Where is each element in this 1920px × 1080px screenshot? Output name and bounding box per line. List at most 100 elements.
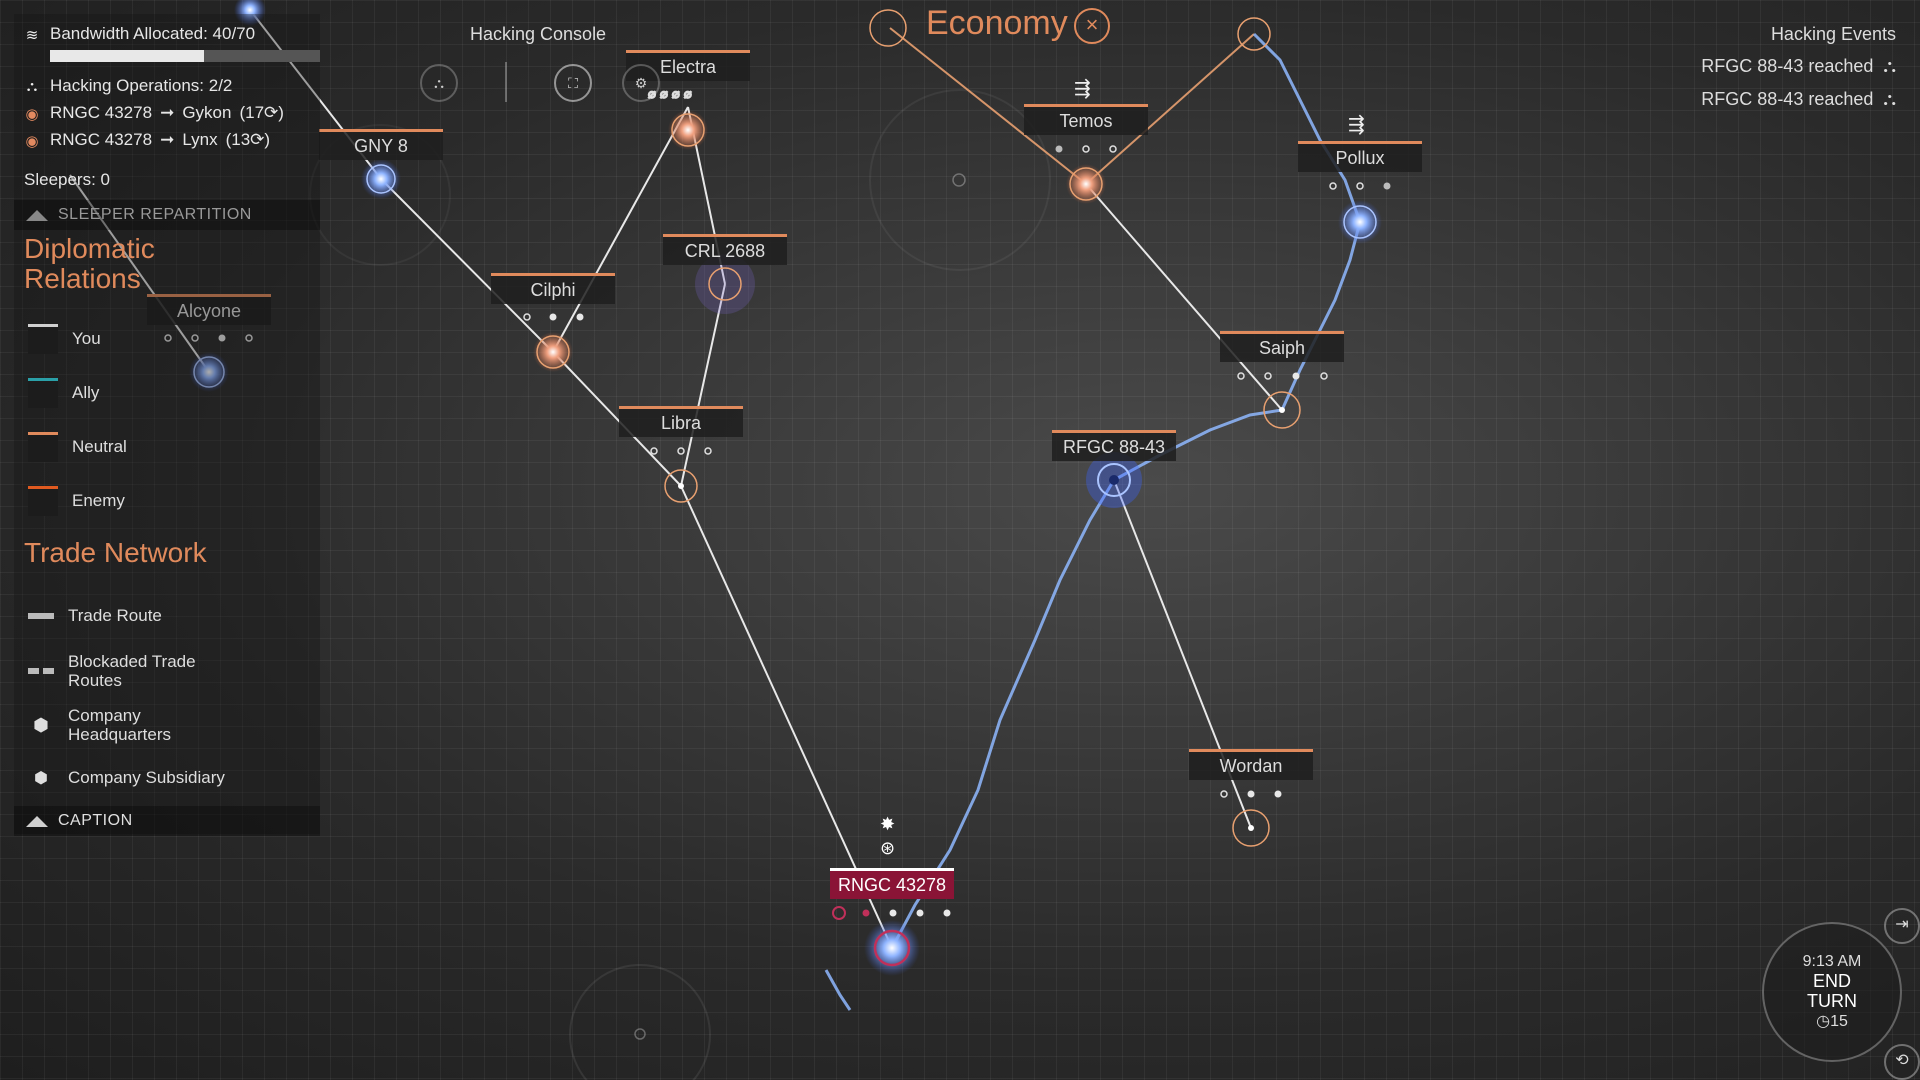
exit-icon: ⇥ xyxy=(1895,916,1909,933)
legend-label-line2: Headquarters xyxy=(68,725,172,744)
sleepers-label: Sleepers: 0 xyxy=(24,170,110,189)
console-network-button[interactable]: ⛬ xyxy=(420,64,458,102)
legend-you: You xyxy=(28,324,101,354)
company-hq-icon: ✸ xyxy=(880,814,896,834)
arrow-right-icon: ➞ xyxy=(160,130,175,149)
settings-icon: ⟲ xyxy=(1895,1052,1909,1069)
legend-swatch xyxy=(28,486,58,516)
op-to: Gykon xyxy=(182,103,232,122)
event-text: RFGC 88-43 reached xyxy=(1701,89,1874,109)
legend-ally: Ally xyxy=(28,378,99,408)
console-gear-button[interactable]: ⚙ xyxy=(622,64,660,102)
end-turn-button[interactable]: 9:13 AM END TURN ◷15 xyxy=(1762,922,1902,1062)
eye-icon: ◉ xyxy=(25,106,39,123)
legend-label: Neutral xyxy=(72,437,127,456)
legend-swatch xyxy=(28,324,58,354)
sleeper-repartition-label: SLEEPER REPARTITION xyxy=(58,206,252,223)
trade-hub-icon: ⇶ xyxy=(1074,78,1091,100)
hierarchy-icon: ⛬ xyxy=(26,78,38,95)
legend-company-subsidiary: ⬢ Company Subsidiary xyxy=(28,768,225,788)
settings-button[interactable]: ⟲ xyxy=(1884,1044,1920,1080)
caption-label: CAPTION xyxy=(58,812,133,829)
legend-label-line1: Blockaded Trade xyxy=(68,652,196,671)
economy-filter-label[interactable]: Economy xyxy=(926,4,1068,42)
node-label-libra[interactable]: Libra xyxy=(619,406,743,437)
node-label-crl-2688[interactable]: CRL 2688 xyxy=(663,234,787,265)
node-label-alcyone[interactable]: Alcyone xyxy=(147,294,271,325)
trade-hub-icon: ⇶ xyxy=(1348,114,1365,136)
diplomatic-title-line1: Diplomatic xyxy=(24,233,155,264)
legend-swatch xyxy=(28,378,58,408)
hacking-event-item[interactable]: RFGC 88-43 reached ⛬ xyxy=(1701,56,1896,77)
blockaded-route-icon xyxy=(28,668,54,674)
node-label-gny-8[interactable]: GNY 8 xyxy=(319,129,443,160)
network-icon: ⛬ xyxy=(434,74,444,91)
hacking-console-title: Hacking Console xyxy=(470,24,607,44)
company-subsidiary-icon: ⬢ xyxy=(34,770,48,787)
end-turn-line1: END xyxy=(1812,971,1851,991)
op-from: RNGC 43278 xyxy=(50,130,153,149)
bandwidth-bar-fill xyxy=(50,50,205,62)
node-label-rngc-43278[interactable]: RNGC 43278 xyxy=(830,868,954,899)
sleeper-repartition-toggle[interactable]: SLEEPER REPARTITION xyxy=(14,200,320,230)
node-label-temos[interactable]: Temos xyxy=(1024,104,1148,135)
op-turns: (17⟳) xyxy=(239,103,284,122)
arrow-right-icon: ➞ xyxy=(160,103,175,122)
console-infiltrate-button[interactable]: ⛶ xyxy=(554,64,592,102)
hacking-ops-row: ⛬ Hacking Operations: 2/2 xyxy=(22,76,233,96)
hierarchy-icon: ⛬ xyxy=(1883,89,1896,109)
node-label-cilphi[interactable]: Cilphi xyxy=(491,273,615,304)
collapse-triangle-icon xyxy=(26,815,48,827)
legend-label: You xyxy=(72,329,101,348)
hacking-ops-label: Hacking Operations: 2/2 xyxy=(50,76,233,95)
economy-close-button[interactable]: × xyxy=(1074,8,1110,44)
hierarchy-icon: ⛬ xyxy=(1883,56,1896,76)
eye-icon: ◉ xyxy=(25,133,39,150)
event-text: RFGC 88-43 reached xyxy=(1701,56,1874,76)
end-turn-line2: TURN xyxy=(1807,991,1857,1011)
signal-icon: ≋ xyxy=(25,27,39,44)
svg-text:⌀ ⌀ ⌀ ⌀: ⌀ ⌀ ⌀ ⌀ xyxy=(648,87,692,102)
hacking-event-item[interactable]: RFGC 88-43 reached ⛬ xyxy=(1701,89,1896,110)
legend-neutral: Neutral xyxy=(28,432,127,462)
op-to: Lynx xyxy=(182,130,218,149)
node-label-wordan[interactable]: Wordan xyxy=(1189,749,1313,780)
op-from: RNGC 43278 xyxy=(50,103,153,122)
hacking-op-item[interactable]: ◉ RNGC 43278 ➞ Lynx (13⟳) xyxy=(22,130,270,150)
exit-button[interactable]: ⇥ xyxy=(1884,908,1920,944)
infiltrate-icon: ⛶ xyxy=(568,74,578,91)
op-turns: (13⟳) xyxy=(225,130,271,149)
legend-label: Ally xyxy=(72,383,100,402)
trade-network-title: Trade Network xyxy=(24,537,207,568)
diplomatic-title: Diplomatic Relations xyxy=(24,234,155,294)
legend-label: Enemy xyxy=(72,491,125,510)
legend-label-line1: Company xyxy=(68,706,141,725)
bandwidth-bar xyxy=(50,50,320,62)
node-label-pollux[interactable]: Pollux xyxy=(1298,141,1422,172)
legend-label-line2: Routes xyxy=(68,671,122,690)
bandwidth-row: ≋ Bandwidth Allocated: 40/70 xyxy=(22,24,255,44)
diplomatic-title-line2: Relations xyxy=(24,263,141,294)
caption-toggle[interactable]: CAPTION xyxy=(14,806,320,836)
node-label-rfgc-88-43[interactable]: RFGC 88-43 xyxy=(1052,430,1176,461)
left-hud-panel xyxy=(14,14,320,834)
node-label-saiph[interactable]: Saiph xyxy=(1220,331,1344,362)
population-icon: ⊛ xyxy=(880,838,896,858)
clock-time: 9:13 AM xyxy=(1802,953,1862,970)
bandwidth-label: Bandwidth Allocated: 40/70 xyxy=(50,24,256,43)
hacking-op-item[interactable]: ◉ RNGC 43278 ➞ Gykon (17⟳) xyxy=(22,103,284,123)
legend-trade-route: Trade Route xyxy=(28,606,162,626)
company-headquarters-icon: ⬢ xyxy=(33,714,49,735)
legend-enemy: Enemy xyxy=(28,486,125,516)
hacking-events-title: Hacking Events xyxy=(1770,24,1896,44)
collapse-triangle-icon xyxy=(26,209,48,221)
legend-swatch xyxy=(28,432,58,462)
trade-route-icon xyxy=(28,613,54,619)
legend-label: Trade Route xyxy=(68,606,162,625)
gear-icon: ⚙ xyxy=(634,74,648,91)
